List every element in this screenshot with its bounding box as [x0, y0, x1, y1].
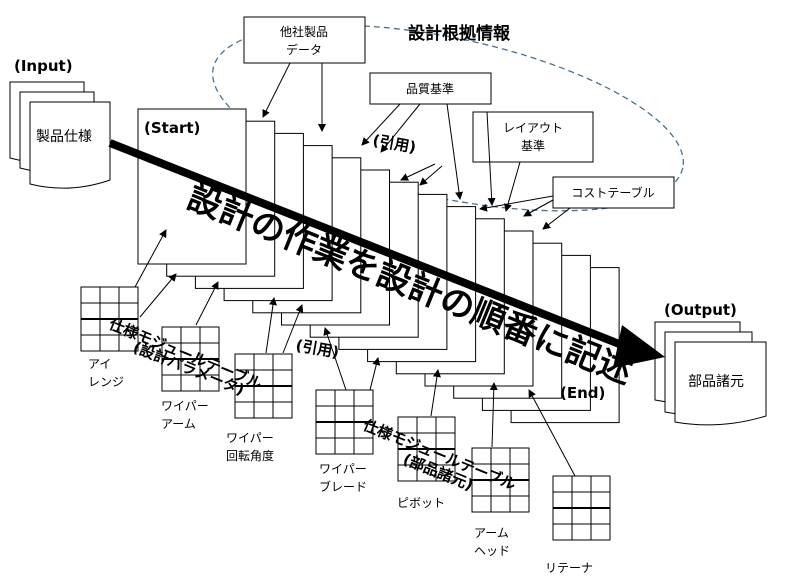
table-label-retainer: リテーナ [545, 561, 593, 575]
module-table [552, 475, 611, 541]
table-label-wiper-blade-1: ワイパー [319, 462, 367, 476]
basis-title: 設計根拠情報 [408, 23, 511, 44]
basis-ellipse [212, 24, 684, 212]
source-competitor-line2: データ [286, 42, 322, 57]
quote-top-label: (引用) [371, 131, 417, 156]
table-label-eye-range-1: アイ [88, 357, 111, 371]
source-layout-line1: レイアウト [503, 121, 563, 135]
table-label-eye-range-2: レンジ [88, 375, 124, 389]
source-quality-label: 品質基準 [406, 81, 454, 96]
table-label-arm-head-2: ヘッド [474, 544, 510, 558]
main-flow-arrowhead [613, 325, 665, 368]
spec-module-tables [80, 286, 611, 541]
source-layout-line2: 基準 [521, 138, 545, 153]
module-table [161, 326, 220, 392]
input-label: (Input) [14, 57, 73, 75]
module-table [471, 447, 530, 513]
input-document-stack [9, 81, 111, 189]
table-label-wiper-angle-2: 回転角度 [226, 448, 274, 463]
output-document-stack [654, 321, 767, 426]
step-page [137, 108, 247, 265]
module-table [234, 353, 293, 419]
module-table [315, 389, 374, 455]
quote-bottom-label: (引用) [294, 336, 340, 361]
table-label-wiper-angle-1: ワイパー [226, 431, 274, 445]
source-cost-label: コストテーブル [571, 185, 654, 200]
module-table [397, 416, 456, 482]
start-label: (Start) [144, 119, 200, 137]
output-label: (Output) [664, 301, 737, 319]
table-label-pivot: ピボット [397, 496, 445, 510]
source-box-cost: コストテーブル [552, 176, 675, 209]
end-label: (End) [560, 384, 605, 402]
product-spec-label: 製品仕様 [36, 129, 92, 145]
source-competitor-line1: 他社製品 [280, 24, 328, 39]
main-flow-arrow [108, 139, 634, 353]
module-table [80, 286, 139, 352]
table-label-wiper-arm-2: アーム [161, 417, 196, 431]
source-box-layout: レイアウト 基準 [472, 111, 594, 163]
table-label-wiper-blade-2: ブレード [319, 479, 367, 494]
source-box-competitor: 他社製品 データ [243, 16, 366, 64]
part-specs-label: 部品諸元 [688, 374, 744, 390]
table-label-arm-head-1: アーム [474, 526, 509, 540]
table-label-wiper-arm-1: ワイパー [161, 399, 209, 413]
source-arrows [262, 62, 571, 230]
source-box-quality: 品質基準 [369, 72, 492, 105]
table-arrows [134, 229, 576, 477]
step-page-cascade [137, 108, 620, 424]
